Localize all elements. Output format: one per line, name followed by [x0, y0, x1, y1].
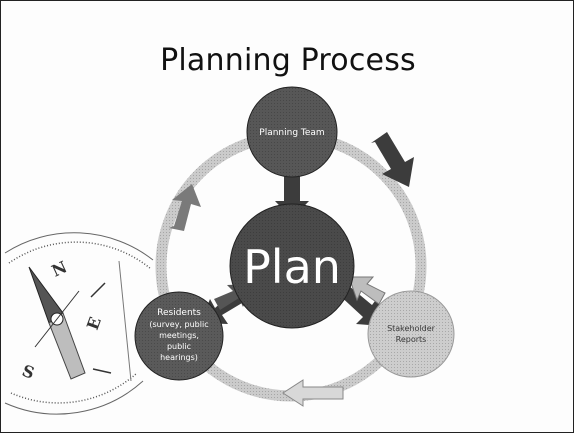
center-node-label: Plan: [243, 240, 341, 294]
ring-arrow-bottom: [282, 379, 344, 407]
node-planning-team: Planning Team: [246, 86, 338, 178]
node-residents-line-5: hearings): [160, 353, 198, 362]
center-node: [229, 203, 355, 329]
node-residents-line-2: (survey, public: [149, 320, 208, 329]
node-residents-line-4: public: [167, 342, 191, 351]
svg-text:S: S: [20, 361, 37, 383]
ring-arrow-top-right: [371, 132, 414, 187]
arrow-stakeholders-to-plan: [348, 276, 386, 305]
svg-text:N: N: [49, 257, 70, 280]
node-stakeholders: Stakeholder Reports: [367, 290, 455, 378]
slide-title: Planning Process: [160, 43, 416, 78]
node-stakeholders-line-2: Reports: [396, 335, 427, 344]
node-residents: Residents (survey, public meetings, publ…: [134, 291, 224, 381]
node-residents-line-1: Residents: [157, 308, 201, 318]
compass-icon: N E S: [4, 232, 154, 415]
node-residents-line-3: meetings,: [159, 331, 199, 340]
node-planning-team-label: Planning Team: [259, 128, 324, 138]
ring-arrow-top-left: [169, 184, 201, 231]
node-stakeholders-line-1: Stakeholder: [387, 324, 436, 333]
svg-text:E: E: [83, 314, 105, 332]
